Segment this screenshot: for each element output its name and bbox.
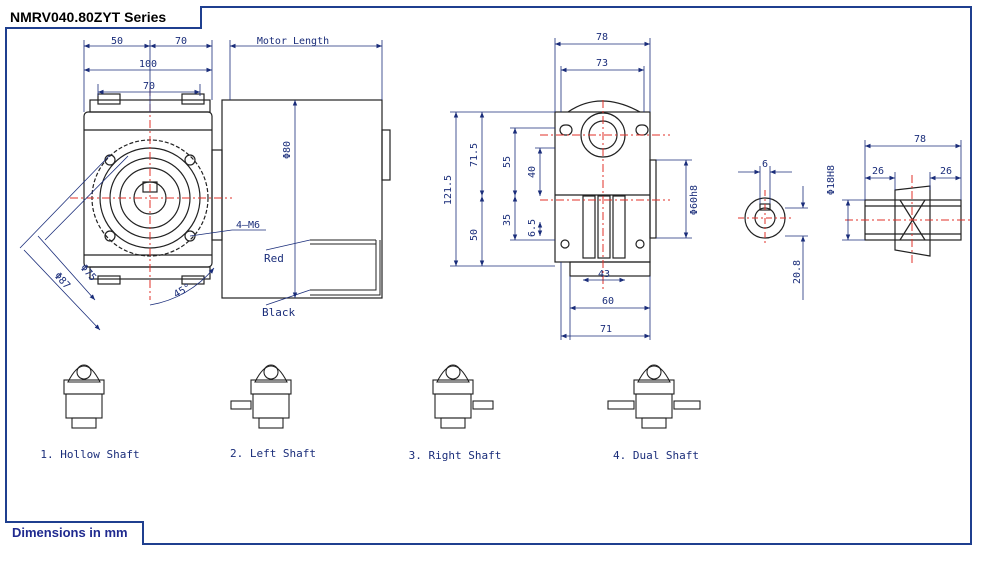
variant-4-label: 4. Dual Shaft (613, 449, 699, 462)
dim-40-label: 40 (527, 166, 538, 178)
shaft-26-left-label: 26 (872, 166, 884, 177)
dim-73-label: 73 (596, 58, 608, 69)
variant-2-label: 2. Left Shaft (230, 447, 316, 460)
shaft-centerline (845, 175, 972, 265)
angle-label: 45° (172, 282, 193, 301)
thread-label: 4—M6 (236, 220, 260, 231)
shaft-dimensions (842, 140, 962, 241)
shaft-detail: 78 26 26 Φ18H8 (826, 134, 972, 265)
wire-red-label: Red (264, 252, 284, 265)
gearbox-right-shaft-icon (432, 364, 494, 429)
title-box (5, 6, 202, 29)
shaft-78-label: 78 (914, 134, 926, 145)
dim-70-inner-label: 70 (143, 81, 155, 92)
variant-3-label: 3. Right Shaft (409, 449, 502, 462)
side-dimensions (450, 38, 692, 340)
units-note: Dimensions in mm (12, 525, 128, 540)
wire-black-label: Black (262, 306, 295, 319)
gearbox-side (554, 100, 657, 277)
dim-70-top-label: 70 (175, 36, 187, 47)
side-centerlines (540, 100, 670, 290)
dim-78-label: 78 (596, 32, 608, 43)
key-6-label: 6 (762, 159, 768, 170)
dim-43-label: 43 (598, 269, 610, 280)
dia-60h8-label: Φ60h8 (689, 185, 700, 215)
drawing-title: NMRV040.80ZYT Series (10, 9, 167, 25)
motor-wires (310, 239, 381, 296)
drawing-frame (5, 6, 972, 545)
motor-length-label: Motor Length (257, 36, 329, 47)
dim-35-label: 35 (502, 214, 513, 226)
shaft-26-right-label: 26 (940, 166, 952, 177)
dia-75-label: Φ75 (78, 263, 98, 284)
side-view: 78 73 121.5 71.5 55 40 50 35 6.5 Φ60h8 4… (443, 32, 700, 340)
gearbox-left-shaft-icon (230, 364, 292, 429)
dim-60-label: 60 (602, 296, 614, 307)
dim-6-5-label: 6.5 (527, 219, 538, 237)
bore-dimensions (738, 166, 808, 300)
gearbox-thumb-icon (63, 364, 105, 429)
dim-71-label: 71 (600, 324, 612, 335)
variant-hollow: 1. Hollow Shaft (40, 364, 140, 461)
motor-body (211, 99, 391, 299)
dim-20-8-label: 20.8 (792, 260, 803, 284)
shaft-section (864, 185, 962, 257)
front-dimensions (19, 40, 383, 331)
dia-18h8-label: Φ18H8 (826, 165, 837, 195)
gearbox-front (83, 93, 213, 285)
variant-1-label: 1. Hollow Shaft (40, 448, 139, 461)
units-box (5, 521, 144, 545)
dim-50-side-label: 50 (469, 229, 480, 241)
dim-100-label: 100 (139, 59, 157, 70)
front-centerlines (70, 88, 232, 300)
dim-121-5-label: 121.5 (443, 175, 454, 205)
dim-55-label: 55 (502, 156, 513, 168)
front-view: 50 70 100 70 Motor Length Φ80 4—M6 Φ75 Φ… (19, 36, 391, 331)
gearbox-dual-shaft-icon (607, 364, 701, 429)
dim-71-5-label: 71.5 (469, 143, 480, 167)
variant-dual: 4. Dual Shaft (607, 364, 701, 462)
bore-centerlines (738, 190, 792, 246)
dia-87-label: Φ87 (52, 271, 72, 292)
variant-right: 3. Right Shaft (409, 364, 502, 462)
dim-50-label: 50 (111, 36, 123, 47)
bore-detail: 6 20.8 (738, 159, 808, 300)
variant-left: 2. Left Shaft (230, 364, 316, 460)
dia-80-label: Φ80 (282, 141, 293, 159)
